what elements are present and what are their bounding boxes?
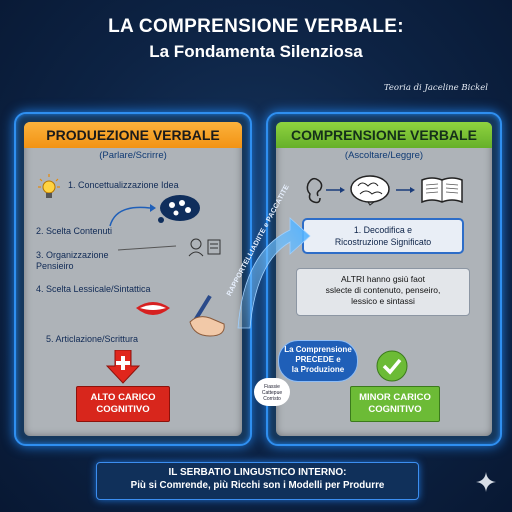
footer-line-2: Più si Comrende, più Ricchi son i Modell… <box>130 480 385 491</box>
down-arrow-icon <box>106 350 140 384</box>
center-arrow-icon <box>237 217 311 329</box>
comprehension-panel: COMPRENSIONE VERBALE (Ascoltare/Leggre) … <box>266 112 502 446</box>
high-load-label: ALTO CARICO COGNITIVO <box>76 386 170 422</box>
comprehension-subtitle: (Ascoltare/Leggre) <box>344 150 424 161</box>
plus-icon <box>116 356 130 370</box>
step-3: 3. Organizzazione Pensieiro <box>36 250 109 271</box>
decode-box: 1. Decodifica e Ricostruzione Significat… <box>302 218 464 254</box>
lightbulb-icon <box>38 174 60 198</box>
comprehension-panel-body: COMPRENSIONE VERBALE (Ascoltare/Leggre) … <box>276 122 492 436</box>
production-title: PRODUEZIONE VERBALE <box>24 122 242 148</box>
page-title: LA COMPRENSIONE VERBALE: <box>108 16 404 37</box>
step-1: 1. Concettualizzazione Idea <box>68 180 179 190</box>
low-load-label: MINOR CARICO COGNITIVO <box>350 386 440 422</box>
head-bubble: Fiassie Cattepue Corristo <box>254 378 290 406</box>
footer-banner: IL SERBATIO LINGUSTICO INTERNO: Più si C… <box>96 462 419 500</box>
book-icon <box>421 177 463 204</box>
connector-arrow-icon <box>117 245 177 251</box>
page-subtitle: La Fondamenta Silenziosa <box>149 42 363 61</box>
thought-bubble-icon <box>158 195 200 223</box>
step-4: 4. Scelta Lessicale/Sintattica <box>36 284 151 294</box>
arrow-right-icon-2 <box>396 187 415 193</box>
production-subtitle: (Parlare/Scrirre) <box>99 150 167 161</box>
brain-icon <box>350 175 390 206</box>
step-2: 2. Scelta Contenuti <box>36 226 113 236</box>
step-5: 5. Articlazione/Scrittura <box>46 334 139 344</box>
curve-arrow-icon <box>109 204 156 227</box>
comprehension-title: COMPRENSIONE VERBALE <box>276 122 492 148</box>
credit-text: Teoria di Jaceline Bickel <box>383 83 488 93</box>
others-box: ALTRI hanno gsiù faot sslecte di contenu… <box>296 268 470 316</box>
arrow-right-icon-1 <box>326 187 345 193</box>
footer-line-1: IL SERBATIO LINGUSTICO INTERNO: <box>168 467 347 478</box>
mouth-icon <box>136 302 170 315</box>
checkmark-icon <box>376 350 408 382</box>
writing-hand-icon <box>189 294 225 337</box>
precedence-bubble: La Comprensione PRECEDE e la Produzione <box>278 340 358 382</box>
production-panel-body: PRODUEZIONE VERBALE (Parlare/Scrirre) 1.… <box>24 122 242 436</box>
people-icon <box>188 238 221 257</box>
sparkle-icon <box>476 472 496 492</box>
production-panel: PRODUEZIONE VERBALE (Parlare/Scrirre) 1.… <box>14 112 252 446</box>
ear-icon <box>306 177 323 204</box>
